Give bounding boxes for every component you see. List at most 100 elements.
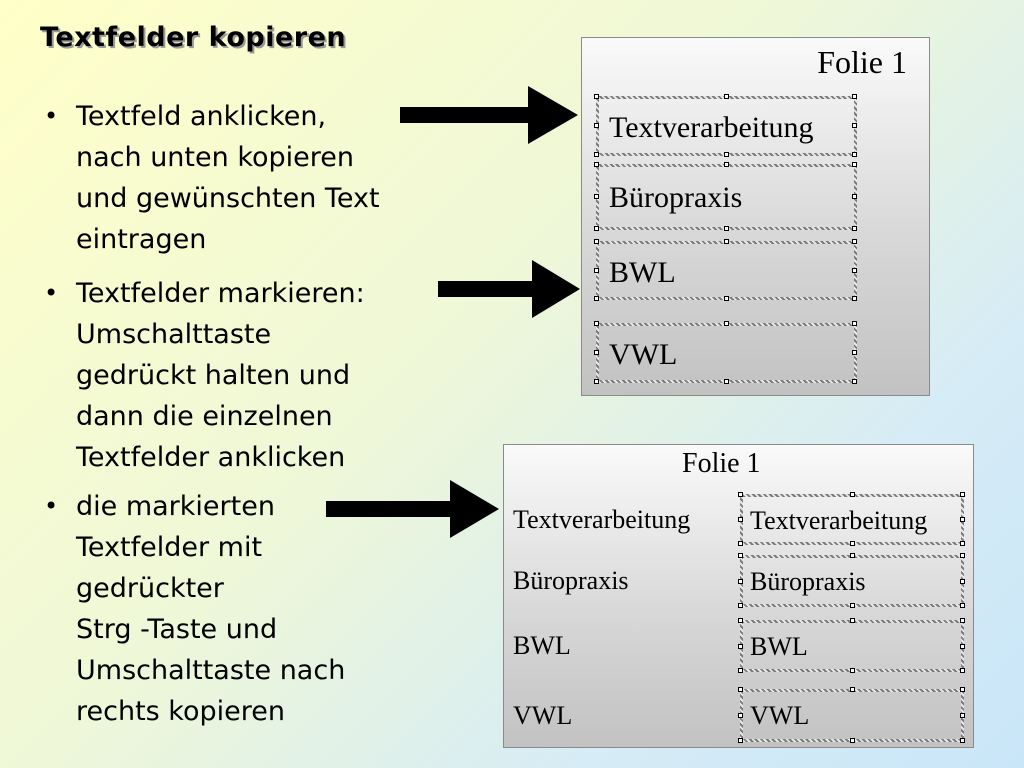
selection-handle[interactable]	[852, 321, 857, 326]
arrow-right-icon	[400, 86, 578, 144]
selection-handle[interactable]	[850, 687, 855, 692]
bullet-3-line-6: rechts kopieren	[76, 696, 285, 727]
selection-handle[interactable]	[738, 738, 743, 743]
selection-handle[interactable]	[850, 618, 855, 623]
bullet-3-line-1: die markierten	[76, 491, 275, 522]
textbox-bueropraxis[interactable]: Büropraxis	[596, 164, 857, 230]
selection-handle[interactable]	[738, 541, 743, 546]
bullet-item-3: • die markierten Textfelder mit gedrückt…	[40, 486, 345, 732]
bullet-dot: •	[44, 279, 59, 307]
selection-handle[interactable]	[594, 379, 599, 384]
selection-handle[interactable]	[850, 541, 855, 546]
selection-handle[interactable]	[852, 194, 857, 199]
selection-handle[interactable]	[852, 350, 857, 355]
selection-handle[interactable]	[852, 162, 857, 167]
textbox-bwl[interactable]: BWL	[596, 241, 857, 300]
selection-handle[interactable]	[594, 268, 599, 273]
selection-handle[interactable]	[960, 687, 965, 692]
text-vwl: VWL	[513, 701, 573, 730]
selection-handle[interactable]	[738, 517, 743, 522]
text-bueropraxis: Büropraxis	[513, 566, 629, 595]
selection-handle[interactable]	[594, 194, 599, 199]
bullet-1-line-1: Textfeld anklicken,	[76, 101, 327, 132]
selection-handle[interactable]	[852, 152, 857, 157]
selection-handle[interactable]	[738, 618, 743, 623]
arrow-right-icon	[438, 260, 580, 318]
selection-handle[interactable]	[852, 123, 857, 128]
selection-handle[interactable]	[960, 668, 965, 673]
selection-handle[interactable]	[594, 296, 599, 301]
copied-textbox-bwl[interactable]: BWL	[740, 620, 964, 672]
selection-handle[interactable]	[960, 541, 965, 546]
textbox-vwl[interactable]: VWL	[596, 323, 857, 383]
selection-handle[interactable]	[738, 687, 743, 692]
selection-handle[interactable]	[852, 268, 857, 273]
selection-handle[interactable]	[960, 618, 965, 623]
slide-preview-2: Folie 1 Textverarbeitung Büropraxis BWL …	[503, 444, 974, 748]
textbox-textverarbeitung[interactable]: Textverarbeitung	[596, 96, 857, 156]
copied-textbox-bueropraxis[interactable]: Büropraxis	[740, 555, 964, 607]
selection-handle[interactable]	[960, 517, 965, 522]
selection-handle[interactable]	[738, 492, 743, 497]
selection-handle[interactable]	[852, 226, 857, 231]
selection-handle[interactable]	[594, 152, 599, 157]
slide-heading: Textfelder kopieren	[40, 22, 347, 53]
selection-handle[interactable]	[852, 94, 857, 99]
selection-handle[interactable]	[724, 321, 729, 326]
selection-handle[interactable]	[960, 579, 965, 584]
selection-handle[interactable]	[724, 162, 729, 167]
selection-handle[interactable]	[724, 94, 729, 99]
selection-handle[interactable]	[852, 239, 857, 244]
selection-handle[interactable]	[724, 226, 729, 231]
bullet-2-line-5: Textfelder anklicken	[76, 442, 346, 473]
selection-handle[interactable]	[594, 350, 599, 355]
selection-handle[interactable]	[738, 579, 743, 584]
bullet-dot: •	[44, 492, 59, 520]
selection-handle[interactable]	[724, 152, 729, 157]
bullet-item-1: • Textfeld anklicken, nach unten kopiere…	[40, 96, 380, 260]
selection-handle[interactable]	[960, 644, 965, 649]
selection-handle[interactable]	[724, 379, 729, 384]
bullet-1-line-3: und gewünschten Text	[76, 183, 380, 214]
slide-preview-1: Folie 1 Textverarbeitung Büropraxis BWL …	[581, 37, 930, 396]
slide-1-title: Folie 1	[817, 44, 907, 80]
selection-handle[interactable]	[738, 603, 743, 608]
copied-textbox-vwl[interactable]: VWL	[740, 689, 964, 742]
selection-handle[interactable]	[738, 553, 743, 558]
selection-handle[interactable]	[852, 296, 857, 301]
selection-handle[interactable]	[852, 379, 857, 384]
selection-handle[interactable]	[594, 239, 599, 244]
selection-handle[interactable]	[960, 603, 965, 608]
bullet-2-line-2: Umschalttaste	[76, 319, 272, 350]
bullet-3-line-2: Textfelder mit	[76, 532, 263, 563]
text-bwl: BWL	[513, 631, 571, 660]
selection-handle[interactable]	[594, 123, 599, 128]
selection-handle[interactable]	[724, 239, 729, 244]
slide-2-title: Folie 1	[682, 448, 761, 479]
selection-handle[interactable]	[960, 713, 965, 718]
selection-handle[interactable]	[738, 713, 743, 718]
selection-handle[interactable]	[850, 738, 855, 743]
copied-textbox-textverarbeitung[interactable]: Textverarbeitung	[740, 494, 964, 545]
selection-handle[interactable]	[594, 94, 599, 99]
selection-handle[interactable]	[850, 492, 855, 497]
text-textverarbeitung: Textverarbeitung	[513, 505, 691, 534]
selection-handle[interactable]	[594, 162, 599, 167]
selection-handle[interactable]	[850, 553, 855, 558]
selection-handle[interactable]	[594, 321, 599, 326]
selection-handle[interactable]	[738, 668, 743, 673]
selection-handle[interactable]	[850, 603, 855, 608]
selection-handle[interactable]	[960, 553, 965, 558]
bullet-2-line-3: gedrückt halten und	[76, 360, 351, 391]
bullet-2-line-4: dann die einzelnen	[76, 401, 333, 432]
selection-handle[interactable]	[960, 492, 965, 497]
bullet-3-line-5: Umschalttaste nach	[76, 655, 346, 686]
selection-handle[interactable]	[738, 644, 743, 649]
selection-handle[interactable]	[724, 296, 729, 301]
selection-handle[interactable]	[594, 226, 599, 231]
selection-handle[interactable]	[960, 738, 965, 743]
bullet-1-line-4: eintragen	[76, 224, 207, 255]
arrow-right-icon	[326, 480, 499, 538]
selection-handle[interactable]	[850, 668, 855, 673]
bullet-1-line-2: nach unten kopieren	[76, 142, 354, 173]
